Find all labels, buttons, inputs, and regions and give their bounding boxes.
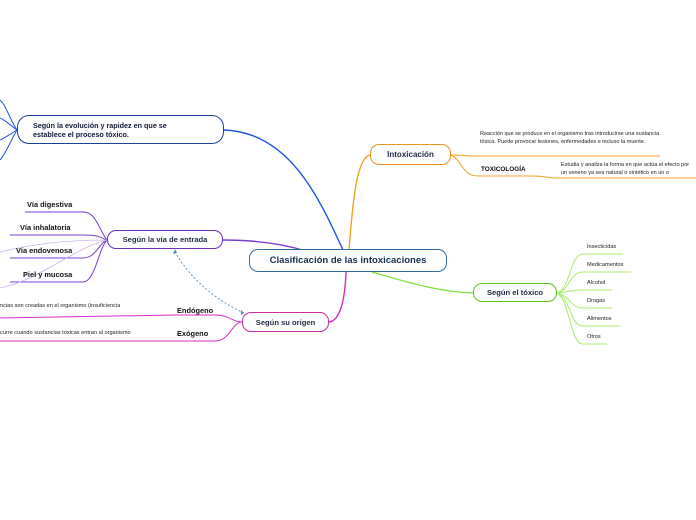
origen-child-endogeno[interactable]: Endógeno <box>177 306 214 315</box>
connector-central-via <box>222 239 307 252</box>
toxico-child-medicamentos[interactable]: Medicamentos <box>587 262 624 268</box>
branch-via-entrada-label: Según la vía de entrada <box>122 235 208 244</box>
branch-toxico-label: Según el tóxico <box>486 288 544 297</box>
intoxicacion-definition: Reacción que se produce en el organismo … <box>480 131 660 145</box>
toxico-child-alimentos[interactable]: Alimentos <box>587 316 612 322</box>
via-child-endovenosa[interactable]: Vía endovenosa <box>16 246 73 255</box>
central-topic[interactable]: Clasificación de las intoxicaciones <box>249 249 447 272</box>
endogeno-description: ncias son creadas en el organismo (insuf… <box>0 303 121 309</box>
toxico-subbranches <box>556 253 631 345</box>
branch-intoxicacion[interactable]: Intoxicación <box>370 144 451 165</box>
connector-central-toxico <box>371 271 474 294</box>
origen-subbranches <box>0 314 243 342</box>
via-child-inhalatoria[interactable]: Vía inhalatoria <box>20 223 71 232</box>
branch-origen[interactable]: Según su origen <box>242 312 329 332</box>
toxico-child-alcohol[interactable]: Alcohol <box>587 280 606 286</box>
toxico-child-drogas[interactable]: Drogas <box>587 298 606 304</box>
central-topic-label: Clasificación de las intoxicaciones <box>269 255 427 266</box>
dashed-cross-link <box>174 251 245 314</box>
branch-evolucion[interactable]: Según la evolución y rapidez en que se e… <box>17 115 224 144</box>
via-child-digestiva[interactable]: Vía digestiva <box>27 200 73 209</box>
toxico-child-insecticidas[interactable]: Insecticidas <box>587 244 617 250</box>
toxicologia-description: Estudia y analiza la forma en que actúa … <box>561 162 690 176</box>
connector-central-origen <box>328 271 347 323</box>
intox-child-toxicologia[interactable]: TOXICOLOGÍA <box>481 166 526 173</box>
branch-evolucion-label: Según la evolución y rapidez en que se e… <box>33 120 167 139</box>
intox-subbranches <box>450 154 696 179</box>
via-subbranches <box>0 211 108 289</box>
via-child-piel[interactable]: Piel y mucosa <box>23 270 73 279</box>
branch-toxico[interactable]: Según el tóxico <box>473 283 557 302</box>
toxico-child-otros[interactable]: Otros <box>587 334 601 340</box>
branch-intoxicacion-label: Intoxicación <box>387 150 434 159</box>
connector-central-evolucion <box>223 129 344 251</box>
exogeno-description: curre cuando sustancias toxicas entran a… <box>0 330 131 336</box>
origen-child-exogeno[interactable]: Exógeno <box>177 329 209 338</box>
branch-via-entrada[interactable]: Según la vía de entrada <box>107 230 223 249</box>
connector-central-intox <box>348 154 371 251</box>
branch-origen-label: Según su origen <box>255 317 316 327</box>
evolucion-subbranches <box>0 99 18 161</box>
